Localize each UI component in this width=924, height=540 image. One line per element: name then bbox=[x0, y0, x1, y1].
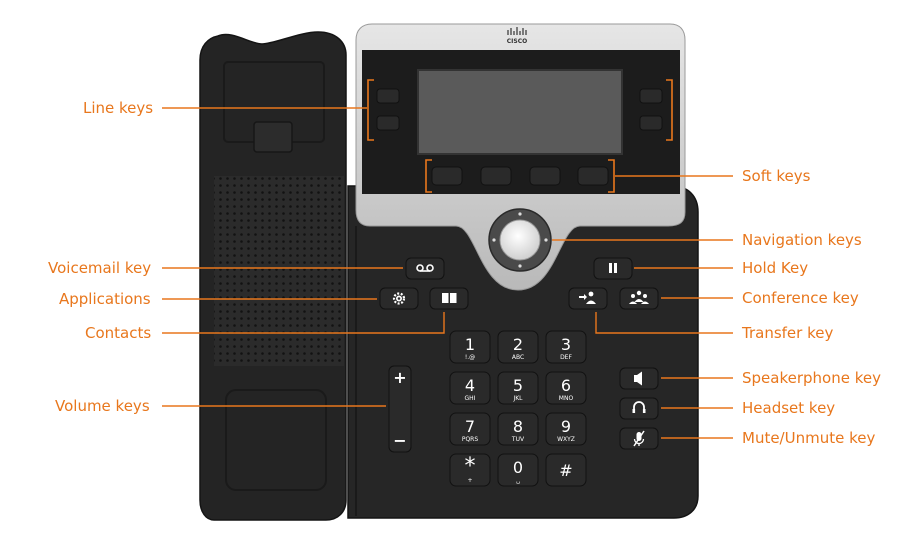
nav-left-dot[interactable] bbox=[492, 238, 496, 242]
label-transfer-key: Transfer key bbox=[742, 324, 834, 342]
keypad-key-9[interactable]: *+ bbox=[449, 453, 491, 487]
keypad-letters: WXYZ bbox=[557, 436, 575, 443]
nav-up-dot[interactable] bbox=[518, 212, 522, 216]
keypad-letters: !.@ bbox=[465, 354, 475, 361]
label-hold-key: Hold Key bbox=[742, 259, 809, 277]
headset-button[interactable] bbox=[619, 397, 659, 420]
label-headset-key: Headset key bbox=[742, 399, 836, 417]
label-soft-keys: Soft keys bbox=[742, 167, 811, 185]
display-bezel bbox=[355, 23, 686, 291]
display-screen bbox=[417, 69, 623, 155]
label-line-keys: Line keys bbox=[83, 99, 154, 117]
line-keys-bracket-right bbox=[666, 79, 673, 141]
volume-down-label[interactable]: − bbox=[393, 431, 406, 450]
navigation-cluster[interactable] bbox=[488, 208, 552, 272]
conference-button[interactable] bbox=[619, 287, 659, 310]
soft-key-1[interactable] bbox=[431, 166, 463, 186]
label-volume-keys: Volume keys bbox=[55, 397, 150, 415]
keypad-digit: 6 bbox=[561, 376, 571, 395]
keypad-letters: TUV bbox=[511, 436, 525, 443]
keypad-letters: PQRS bbox=[462, 436, 479, 443]
voicemail-icon bbox=[416, 264, 434, 272]
keypad-letters: JKL bbox=[512, 395, 523, 402]
soft-keys-bracket bbox=[425, 159, 615, 193]
label-navigation-keys: Navigation keys bbox=[742, 231, 862, 249]
speaker-icon bbox=[634, 371, 642, 386]
label-mute-unmute-key: Mute/Unmute key bbox=[742, 429, 876, 447]
transfer-leader bbox=[595, 312, 733, 334]
soft-key-4[interactable] bbox=[577, 166, 609, 186]
keypad-letters: ␣ bbox=[516, 477, 520, 484]
keypad-digit: * bbox=[465, 454, 476, 479]
keypad-letters: MNO bbox=[559, 395, 574, 402]
cisco-logo: CISCO bbox=[507, 27, 527, 45]
callout-leaders bbox=[162, 79, 733, 439]
label-speakerphone-key: Speakerphone key bbox=[742, 369, 881, 387]
keypad-digit: # bbox=[559, 461, 572, 480]
keypad-letters: DEF bbox=[560, 354, 572, 361]
keypad-digit: 9 bbox=[561, 417, 571, 436]
pause-icon bbox=[609, 263, 617, 273]
soft-key-2[interactable] bbox=[480, 166, 512, 186]
mute-icon bbox=[633, 430, 645, 447]
soft-key-3[interactable] bbox=[529, 166, 561, 186]
label-conference-key: Conference key bbox=[742, 289, 859, 307]
handset[interactable] bbox=[199, 31, 347, 521]
conference-icon bbox=[629, 290, 649, 304]
keypad-letters: GHI bbox=[465, 395, 476, 402]
line-key-left-1[interactable] bbox=[376, 88, 400, 104]
keypad-digit: 8 bbox=[513, 417, 523, 436]
keypad-key-0[interactable]: 1!.@ bbox=[449, 330, 491, 364]
keypad: 1!.@2ABC3DEF4GHI5JKL6MNO7PQRS8TUV9WXYZ*+… bbox=[449, 330, 587, 487]
nav-down-dot[interactable] bbox=[518, 264, 522, 268]
soft-keys bbox=[431, 166, 609, 186]
label-applications: Applications bbox=[59, 290, 151, 308]
keypad-digit: 2 bbox=[513, 335, 523, 354]
contacts-button[interactable] bbox=[429, 287, 469, 310]
applications-button[interactable] bbox=[379, 287, 419, 310]
transfer-icon bbox=[579, 291, 596, 304]
brand-logo-text: CISCO bbox=[507, 38, 527, 45]
line-keys bbox=[376, 88, 663, 131]
keypad-digit: 4 bbox=[465, 376, 475, 395]
book-icon bbox=[442, 293, 457, 303]
keypad-key-10[interactable]: 0␣ bbox=[497, 453, 539, 487]
mute-button[interactable] bbox=[619, 427, 659, 450]
keypad-letters: ABC bbox=[512, 354, 524, 361]
keypad-digit: 5 bbox=[513, 376, 523, 395]
label-voicemail-key: Voicemail key bbox=[48, 259, 152, 277]
line-key-right-2[interactable] bbox=[639, 115, 663, 131]
voicemail-button[interactable] bbox=[405, 257, 445, 280]
line-key-left-2[interactable] bbox=[376, 115, 400, 131]
line-key-right-1[interactable] bbox=[639, 88, 663, 104]
line-keys-bracket-left bbox=[367, 79, 374, 141]
speakerphone-button[interactable] bbox=[619, 367, 659, 390]
hold-button[interactable] bbox=[593, 257, 633, 280]
nav-right-dot[interactable] bbox=[544, 238, 548, 242]
keypad-digit: 7 bbox=[465, 417, 475, 436]
headset-icon bbox=[632, 401, 646, 413]
volume-up-label[interactable]: + bbox=[393, 368, 406, 387]
gear-icon bbox=[392, 292, 406, 305]
label-contacts: Contacts bbox=[85, 324, 152, 342]
keypad-digit: 0 bbox=[513, 458, 523, 477]
keypad-digit: 1 bbox=[465, 335, 475, 354]
keypad-key-11[interactable]: # bbox=[545, 453, 587, 487]
transfer-button[interactable] bbox=[568, 287, 608, 310]
contacts-leader bbox=[162, 312, 445, 334]
volume-rocker[interactable]: + − bbox=[388, 365, 412, 453]
keypad-letters: + bbox=[467, 477, 472, 484]
keypad-digit: 3 bbox=[561, 335, 571, 354]
